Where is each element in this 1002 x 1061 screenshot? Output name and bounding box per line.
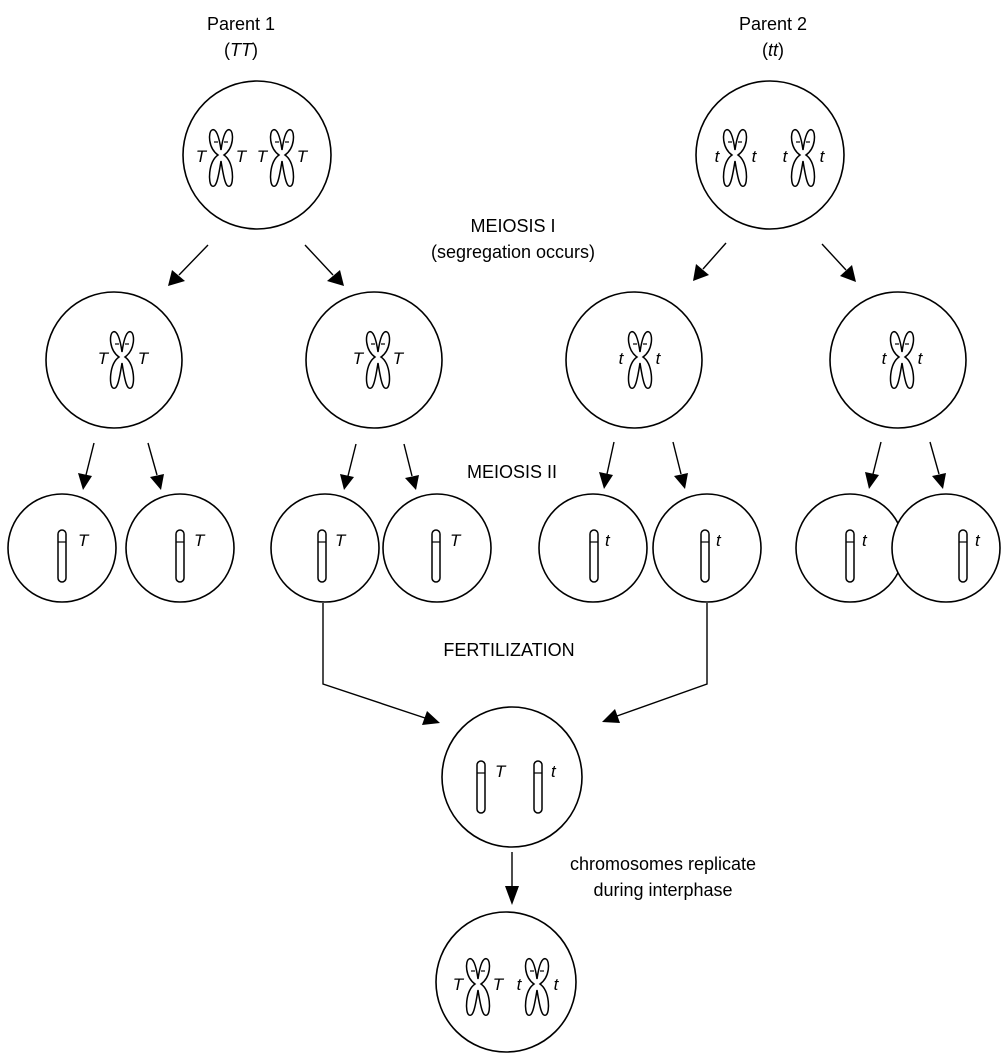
- meiosis-1-cell: T T: [306, 292, 442, 428]
- chromosome: [432, 530, 440, 582]
- gamete-cell: T: [383, 494, 491, 602]
- allele-label: T: [138, 349, 150, 368]
- gamete-cell: t: [653, 494, 761, 602]
- allele-label: T: [493, 975, 505, 994]
- parent-2-genotype-close: ): [778, 40, 784, 60]
- allele-label: T: [297, 147, 309, 166]
- meiosis-2-label: MEIOSIS II: [467, 462, 557, 482]
- fertilization-arrow-right: [602, 603, 707, 723]
- allele-label: T: [257, 147, 269, 166]
- parent-1-genotype-close: ): [252, 40, 258, 60]
- allele-label: T: [335, 531, 347, 550]
- interphase-label-line-1: chromosomes replicate: [570, 854, 756, 874]
- parent-1-name: Parent 1: [207, 14, 275, 34]
- gamete-cell: T: [271, 494, 379, 602]
- allele-label: T: [353, 349, 365, 368]
- chromosome: [318, 530, 326, 582]
- parent-2-label: Parent 2 (tt): [739, 14, 807, 60]
- arrow: [673, 442, 688, 489]
- allele-label: T: [98, 349, 110, 368]
- gamete-cell: T: [126, 494, 234, 602]
- zygote-cell: T t: [442, 707, 582, 847]
- parent-1-genotype: TT: [230, 40, 254, 60]
- arrow: [148, 443, 164, 490]
- allele-label: T: [196, 147, 208, 166]
- meiosis-1-cell: t t: [830, 292, 966, 428]
- allele-label: T: [450, 531, 462, 550]
- chromosome: [176, 530, 184, 582]
- parent-1-cell: T T T T: [183, 81, 331, 229]
- meiosis-1-note: (segregation occurs): [431, 242, 595, 262]
- gamete-cell: t: [796, 494, 904, 602]
- meiosis-1-label: MEIOSIS I: [470, 216, 555, 236]
- arrow: [404, 444, 419, 490]
- cell-membrane: [442, 707, 582, 847]
- arrow: [340, 444, 356, 490]
- arrow: [930, 442, 946, 489]
- arrow: [865, 442, 881, 489]
- arrow: [822, 244, 856, 282]
- allele-label: T: [236, 147, 248, 166]
- parent-1-genotype-line: (TT): [224, 40, 258, 60]
- chromosome: [590, 530, 598, 582]
- fertilization-label: FERTILIZATION: [443, 640, 574, 660]
- arrow: [305, 245, 344, 286]
- replicated-zygote-cell: T T t t: [436, 912, 576, 1052]
- allele-label: T: [78, 531, 90, 550]
- parent-1-label: Parent 1 (TT): [207, 14, 275, 60]
- meiosis-1-cell: t t: [566, 292, 702, 428]
- arrow: [78, 443, 94, 490]
- gamete-cell: t: [539, 494, 647, 602]
- chromosome: [58, 530, 66, 582]
- chromosome: [959, 530, 967, 582]
- meiosis-1-cell: T T: [46, 292, 182, 428]
- arrow: [168, 245, 208, 286]
- chromosome: [477, 761, 485, 813]
- allele-label: T: [453, 975, 465, 994]
- chromosome: [534, 761, 542, 813]
- fertilization-arrow-left: [323, 603, 440, 725]
- allele-label: T: [194, 531, 206, 550]
- gamete-cell: t: [892, 494, 1000, 602]
- cell-membrane: [892, 494, 1000, 602]
- arrow: [693, 243, 726, 281]
- allele-label: T: [393, 349, 405, 368]
- parent-2-name: Parent 2: [739, 14, 807, 34]
- allele-label: T: [495, 762, 507, 781]
- gamete-cell: T: [8, 494, 116, 602]
- parent-2-genotype-line: (tt): [762, 40, 784, 60]
- interphase-label-line-2: during interphase: [593, 880, 732, 900]
- chromosome: [701, 530, 709, 582]
- interphase-arrow: [505, 852, 519, 905]
- parent-2-cell: t t t t: [696, 81, 844, 229]
- cell-membrane: [46, 292, 182, 428]
- chromosome: [846, 530, 854, 582]
- arrow: [599, 442, 614, 489]
